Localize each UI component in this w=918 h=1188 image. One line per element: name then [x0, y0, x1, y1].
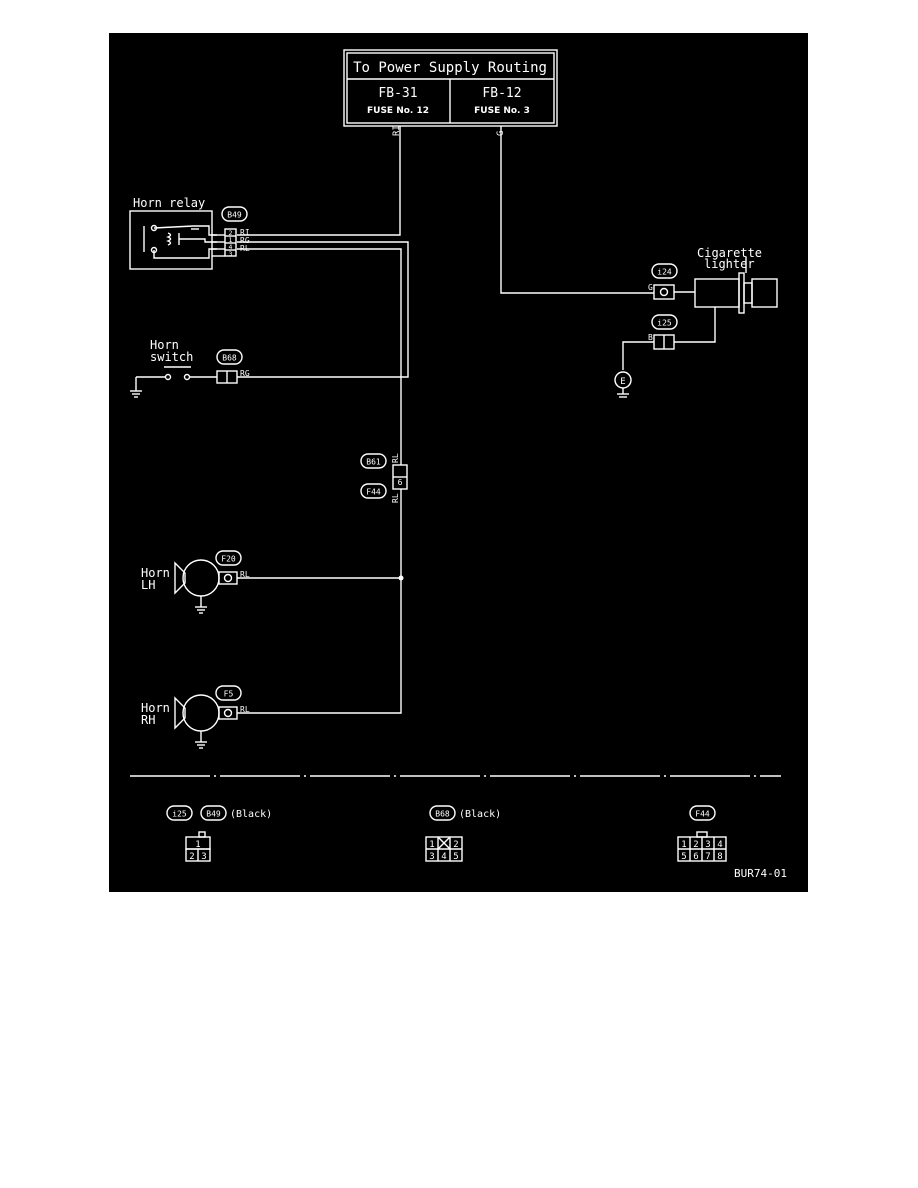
connector-tag-b61: B61: [366, 458, 381, 467]
lighter-label-2: lighter: [704, 257, 755, 271]
legend3-pin-t0: 1: [681, 840, 686, 850]
joint-connector: 6 RL RL B61 F44: [360, 453, 408, 503]
legend1-pin-top: 1: [195, 840, 200, 850]
relay-wire-rg: RG: [240, 236, 250, 245]
wire-label-ri-top: RI: [392, 125, 402, 136]
horn-lh: Horn LH RL F20: [141, 550, 250, 614]
lighter-wire-g: G: [648, 283, 653, 292]
horn-switch: Horn switch RG B68: [130, 338, 250, 398]
power-supply-box: To Power Supply Routing FB-31 FUSE No. 1…: [343, 49, 558, 127]
legend3-pin-b2: 7: [705, 852, 710, 862]
horn-relay-label: Horn relay: [133, 196, 205, 210]
legend2-pin-t1: 2: [453, 840, 458, 850]
relay-pin-b: 1: [229, 236, 233, 244]
legend-color-2: (Black): [459, 809, 501, 820]
legend-group-3: F44 1 2 3 4 5 6 7 8: [677, 805, 727, 862]
horn-relay: Horn relay 2 1 4 3 RI RG RL B49: [129, 196, 250, 270]
horn-rh: Horn RH RL F5: [141, 685, 250, 749]
power-box-title: To Power Supply Routing: [353, 60, 547, 76]
relay-pin-c: 4: [229, 243, 233, 251]
legend3-pin-t2: 3: [705, 840, 710, 850]
legend1-pin-b1: 3: [201, 852, 206, 862]
fuse-right-number: FUSE No. 3: [474, 106, 530, 116]
joint-wire-rl-top: RL: [391, 453, 400, 463]
legend-tag-f44: F44: [695, 810, 710, 819]
horn-circuit-svg: To Power Supply Routing FB-31 FUSE No. 1…: [129, 49, 787, 880]
connector-tag-b68: B68: [222, 354, 237, 363]
wires: [237, 126, 654, 714]
legend-group-1: i25 B49 (Black) 1 2 3: [166, 805, 272, 862]
horn-rh-label-2: RH: [141, 713, 155, 727]
connector-tag-f20: F20: [221, 555, 236, 564]
horn-rh-label-1: Horn: [141, 701, 170, 715]
lighter-label-1: Cigarette: [697, 246, 762, 260]
horn-lh-label-2: LH: [141, 578, 155, 592]
fuse-right-name: FB-12: [482, 86, 521, 101]
cigarette-lighter: Cigarette lighter G i24 B i25 E: [614, 246, 778, 398]
horn-switch-label-1: Horn: [150, 338, 179, 352]
legend3-pin-t3: 4: [717, 840, 722, 850]
legend-color-1: (Black): [230, 809, 272, 820]
horn-lh-wire-rl: RL: [240, 570, 250, 579]
lighter-wire-b: B: [648, 333, 653, 342]
connector-tag-f44: F44: [366, 488, 381, 497]
legend-tag-b68: B68: [435, 810, 450, 819]
legend-tag-b49: B49: [206, 810, 221, 819]
relay-wire-rl: RL: [240, 244, 250, 253]
connector-tag-b49: B49: [227, 211, 242, 220]
legend1-pin-b0: 2: [189, 852, 194, 862]
connector-tag-f5: F5: [224, 690, 234, 699]
legend3-pin-b0: 5: [681, 852, 686, 862]
horn-rh-wire-rl: RL: [240, 705, 250, 714]
legend-tag-i25: i25: [172, 810, 187, 819]
figure-code: BUR74-01: [734, 867, 787, 880]
horn-lh-label-1: Horn: [141, 566, 170, 580]
legend3-pin-b1: 6: [693, 852, 698, 862]
relay-wire-ri: RI: [240, 228, 250, 237]
joint-pin: 6: [398, 478, 403, 487]
joint-wire-rl-bottom: RL: [391, 493, 400, 503]
legend2-pin-b0: 3: [429, 852, 434, 862]
fuse-left-number: FUSE No. 12: [367, 106, 429, 116]
legend-group-2: B68 (Black) 1 2 3 4 5: [425, 805, 501, 862]
relay-pin-d: 3: [229, 250, 233, 258]
connector-tag-i24: i24: [657, 268, 672, 277]
ground-e-label: E: [620, 377, 625, 387]
connector-tag-i25: i25: [657, 319, 672, 328]
legend3-pin-b3: 8: [717, 852, 722, 862]
fuse-left-name: FB-31: [378, 86, 417, 101]
legend2-pin-t0: 1: [429, 840, 434, 850]
legend2-pin-b2: 5: [453, 852, 458, 862]
legend2-pin-b1: 4: [441, 852, 446, 862]
switch-wire-rg: RG: [240, 369, 250, 378]
legend3-pin-t1: 2: [693, 840, 698, 850]
horn-switch-label-2: switch: [150, 350, 193, 364]
relay-pin-a: 2: [229, 229, 233, 237]
wiring-diagram: To Power Supply Routing FB-31 FUSE No. 1…: [109, 33, 808, 892]
